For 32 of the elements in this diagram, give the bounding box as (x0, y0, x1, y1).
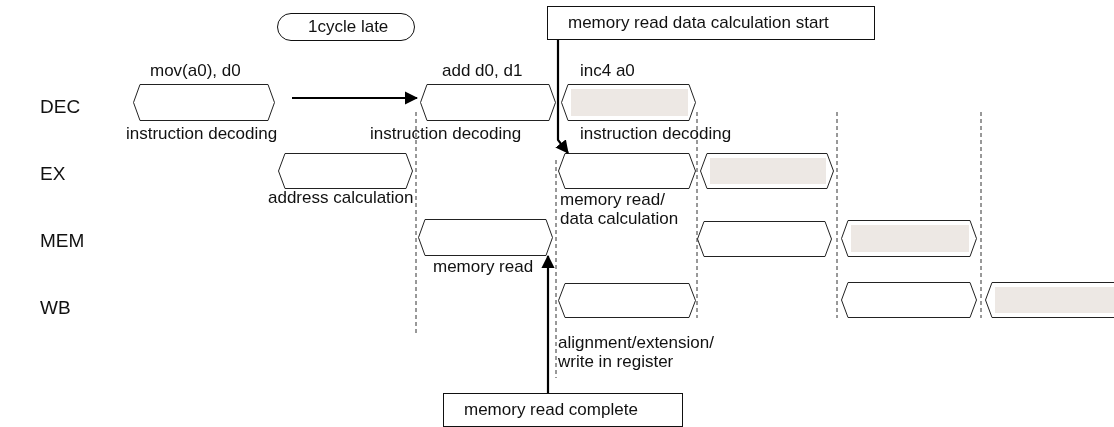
stage-name: WB (40, 297, 71, 319)
hexagon-shape (558, 153, 696, 189)
stage-label: memory read (433, 257, 534, 276)
hexagon-shape (700, 153, 834, 189)
stage-label: instruction decoding (580, 124, 732, 143)
stage-label: memory read/ data calculation (560, 190, 680, 228)
hexagon-shape (133, 84, 275, 121)
stage-name: DEC (40, 96, 81, 118)
hexagon-shape (841, 282, 977, 318)
stage-name: EX (40, 163, 66, 185)
note-bubble: 1cycle late (277, 13, 415, 41)
stage-label: alignment/extension/ write in register (558, 333, 715, 371)
stage-label: mov(a0), d0 (150, 61, 241, 80)
hexagon-shape (841, 220, 977, 257)
hexagon-shape (697, 221, 832, 257)
stage-label: inc4 a0 (580, 61, 635, 80)
callout-box: memory read data calculation start (547, 6, 875, 40)
callout-box: memory read complete (443, 393, 683, 427)
hexagon-shape (420, 84, 556, 121)
stage-label: add d0, d1 (442, 61, 523, 80)
hexagon-shape (561, 84, 696, 121)
hexagon-shape (278, 153, 413, 189)
stage-label: instruction decoding (126, 124, 278, 143)
hexagon-shape (558, 283, 696, 318)
arrow (541, 254, 555, 393)
stage-name: MEM (40, 230, 85, 252)
arrow (292, 91, 419, 105)
stage-label: instruction decoding (370, 124, 522, 143)
hexagon-shape (418, 219, 553, 256)
arrow (555, 40, 569, 154)
hexagon-shape (985, 282, 1114, 318)
stage-label: address calculation (268, 188, 414, 207)
